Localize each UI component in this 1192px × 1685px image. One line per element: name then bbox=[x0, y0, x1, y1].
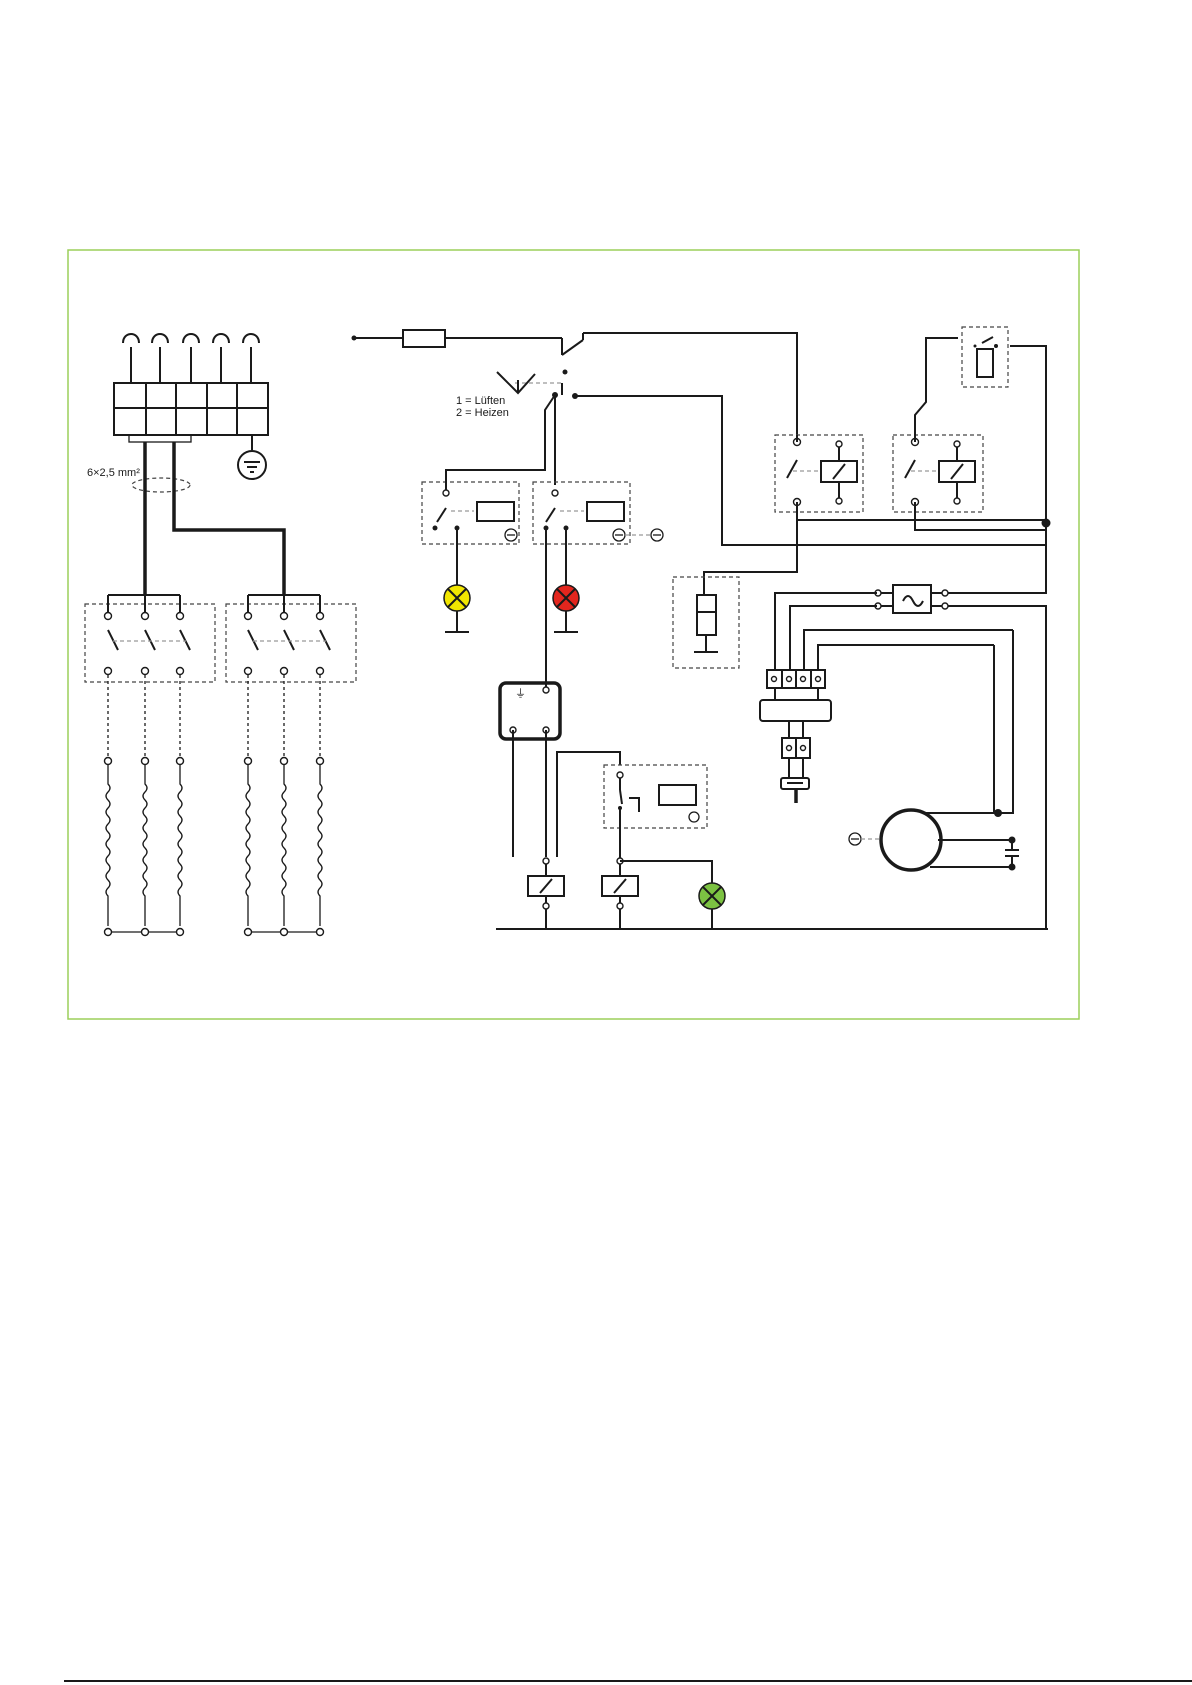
selector-position-2-label: 2 = Heizen bbox=[456, 407, 509, 419]
resistor-icon bbox=[673, 577, 739, 668]
cable-label: 6×2,5 mm² bbox=[87, 467, 140, 479]
contactor-group-2 bbox=[226, 595, 356, 682]
cable-marker bbox=[132, 478, 190, 492]
svg-text:⏚: ⏚ bbox=[515, 687, 526, 700]
ground-symbol-icon bbox=[238, 435, 266, 479]
capacitor-icon bbox=[1005, 840, 1019, 867]
contactor-group-1 bbox=[85, 595, 215, 682]
signal-lamp-yellow bbox=[444, 585, 470, 632]
overheat-switch bbox=[962, 327, 1008, 387]
filter-icon bbox=[865, 585, 1046, 929]
signal-lamp-green bbox=[699, 883, 725, 929]
safety-switch: ⏚ bbox=[500, 683, 560, 857]
supply-terminal-block bbox=[114, 334, 268, 442]
selector-position-1-label: 1 = Lüften bbox=[456, 395, 505, 407]
motor-icon bbox=[849, 630, 1016, 871]
relay-heating-contactor-2 bbox=[893, 435, 983, 512]
thermostat-1 bbox=[422, 470, 519, 590]
diagram-frame bbox=[68, 250, 1079, 1019]
heating-elements bbox=[105, 675, 324, 936]
relay-coil-1 bbox=[528, 752, 620, 929]
relay-coil-2 bbox=[602, 858, 712, 929]
thermostat-2 bbox=[533, 482, 663, 690]
hour-counter bbox=[604, 765, 707, 858]
selector-switch[interactable] bbox=[497, 333, 797, 435]
relay-heating-contactor-1 bbox=[775, 435, 863, 512]
plug-connector bbox=[760, 593, 1013, 803]
page-bottom-rule bbox=[64, 1680, 1192, 1682]
fuse-icon bbox=[403, 330, 445, 347]
signal-lamp-red bbox=[553, 585, 579, 632]
